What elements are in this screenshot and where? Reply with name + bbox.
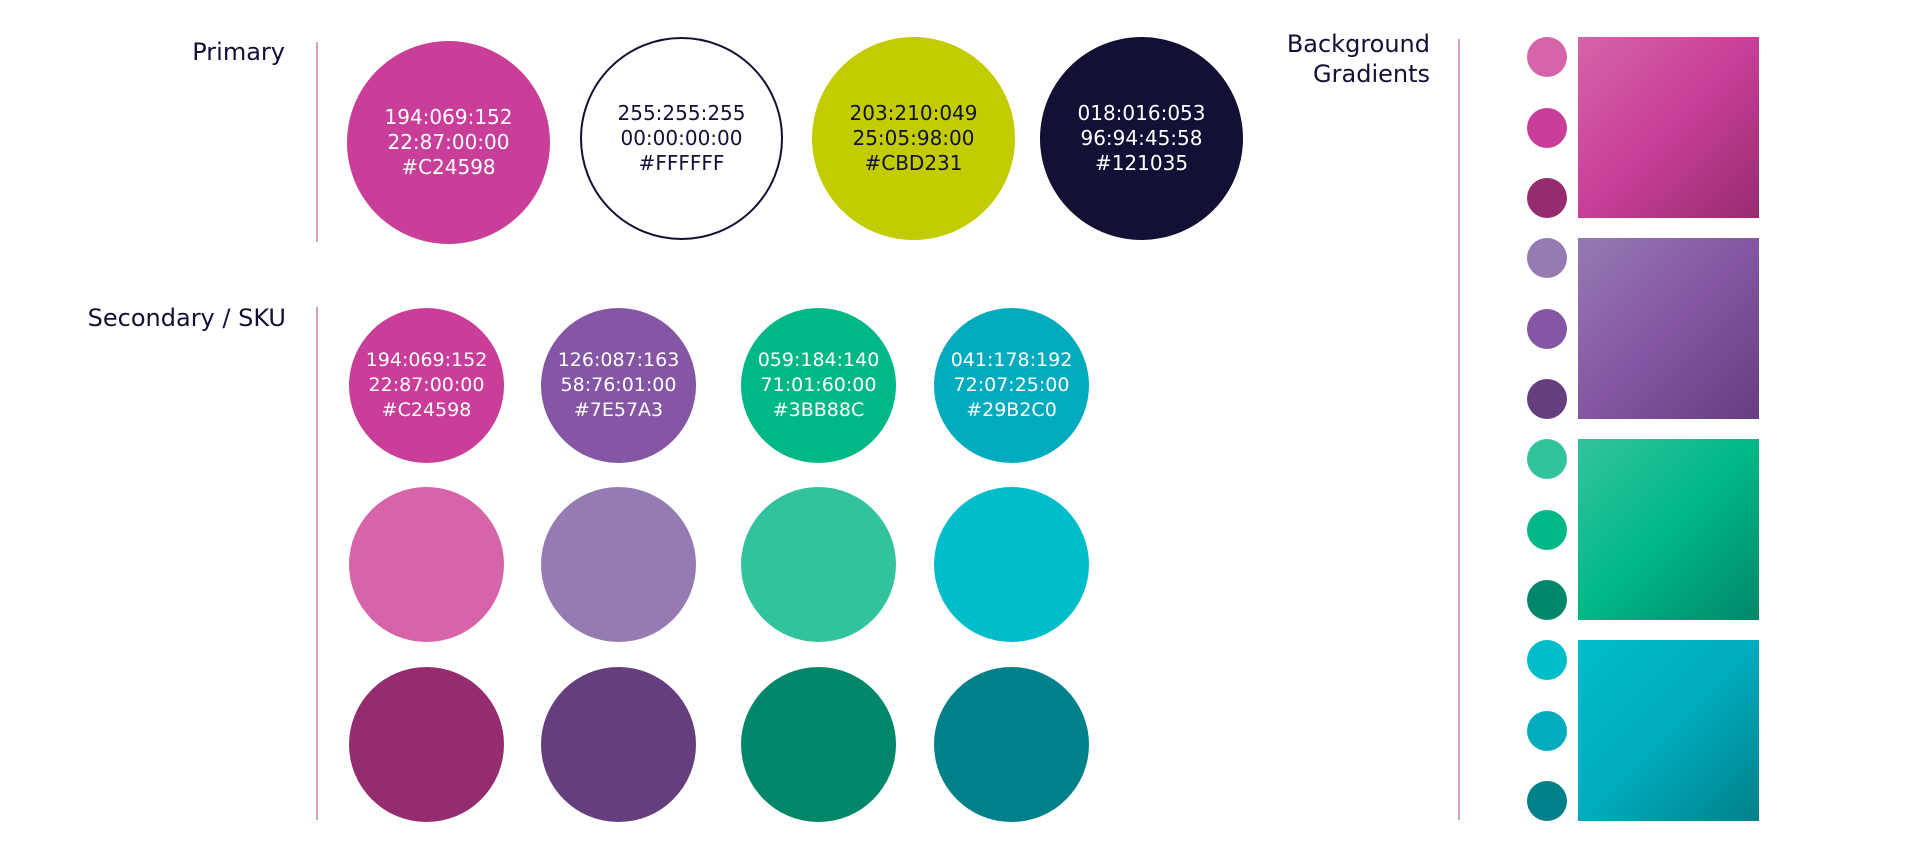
swatch-cmyk: 25:05:98:00	[852, 126, 975, 150]
background-gradients-label-line1: Background	[1286, 30, 1430, 58]
secondary-swatch: 194:069:152 22:87:00:00 #C24598	[349, 308, 504, 463]
gradient-square	[1578, 640, 1759, 821]
gradient-dot-light	[1527, 640, 1567, 680]
secondary-label: Secondary / SKU	[87, 304, 286, 332]
gradient-square	[1578, 37, 1759, 218]
background-gradients-label: Background Gradients	[1230, 29, 1430, 89]
swatch-rgb: 126:087:163	[557, 349, 680, 371]
secondary-tint-swatch	[541, 487, 696, 642]
gradient-dot-dark	[1527, 178, 1567, 218]
gradient-square	[1578, 238, 1759, 419]
gradient-dot-dark	[1527, 781, 1567, 821]
swatch-hex: #7E57A3	[573, 399, 664, 421]
primary-label: Primary	[192, 38, 285, 66]
secondary-shade-swatch	[349, 667, 504, 822]
primary-swatch: 203:210:049 25:05:98:00 #CBD231	[812, 37, 1015, 240]
primary-swatch: 194:069:152 22:87:00:00 #C24598	[347, 41, 550, 244]
swatch-cmyk: 58:76:01:00	[560, 374, 677, 396]
swatch-rgb: 255:255:255	[617, 101, 746, 125]
background-gradients-label-line2: Gradients	[1313, 60, 1430, 88]
primary-divider	[316, 42, 318, 242]
gradient-dot-light	[1527, 238, 1567, 278]
gradient-dot-light	[1527, 37, 1567, 77]
swatch-rgb: 059:184:140	[757, 349, 880, 371]
swatch-cmyk: 72:07:25:00	[953, 374, 1070, 396]
gradient-dot-mid	[1527, 309, 1567, 349]
secondary-tint-swatch	[349, 487, 504, 642]
swatch-cmyk: 22:87:00:00	[387, 130, 510, 154]
gradients-divider	[1458, 39, 1460, 820]
swatch-cmyk: 22:87:00:00	[368, 374, 485, 396]
secondary-shade-swatch	[934, 667, 1089, 822]
gradient-dot-dark	[1527, 580, 1567, 620]
swatch-cmyk: 96:94:45:58	[1080, 126, 1203, 150]
swatch-hex: #29B2C0	[966, 399, 1057, 421]
gradient-dot-dark	[1527, 379, 1567, 419]
swatch-cmyk: 00:00:00:00	[620, 126, 743, 150]
swatch-rgb: 194:069:152	[365, 349, 488, 371]
swatch-rgb: 203:210:049	[849, 101, 978, 125]
swatch-hex: #121035	[1094, 151, 1189, 175]
swatch-hex: #CBD231	[864, 151, 963, 175]
secondary-swatch: 059:184:140 71:01:60:00 #3BB88C	[741, 308, 896, 463]
gradient-dot-mid	[1527, 510, 1567, 550]
primary-swatch: 018:016:053 96:94:45:58 #121035	[1040, 37, 1243, 240]
swatch-rgb: 018:016:053	[1077, 101, 1206, 125]
swatch-hex: #FFFFFF	[638, 151, 725, 175]
gradient-dot-mid	[1527, 108, 1567, 148]
secondary-divider	[316, 307, 318, 820]
gradient-dot-mid	[1527, 711, 1567, 751]
primary-swatch: 255:255:255 00:00:00:00 #FFFFFF	[580, 37, 783, 240]
swatch-rgb: 194:069:152	[384, 105, 513, 129]
secondary-swatch: 126:087:163 58:76:01:00 #7E57A3	[541, 308, 696, 463]
secondary-shade-swatch	[541, 667, 696, 822]
swatch-hex: #3BB88C	[772, 399, 865, 421]
gradient-dot-light	[1527, 439, 1567, 479]
swatch-rgb: 041:178:192	[950, 349, 1073, 371]
swatch-cmyk: 71:01:60:00	[760, 374, 877, 396]
swatch-hex: #C24598	[381, 399, 472, 421]
secondary-shade-swatch	[741, 667, 896, 822]
secondary-tint-swatch	[934, 487, 1089, 642]
secondary-swatch: 041:178:192 72:07:25:00 #29B2C0	[934, 308, 1089, 463]
secondary-tint-swatch	[741, 487, 896, 642]
swatch-hex: #C24598	[401, 155, 496, 179]
gradient-square	[1578, 439, 1759, 620]
